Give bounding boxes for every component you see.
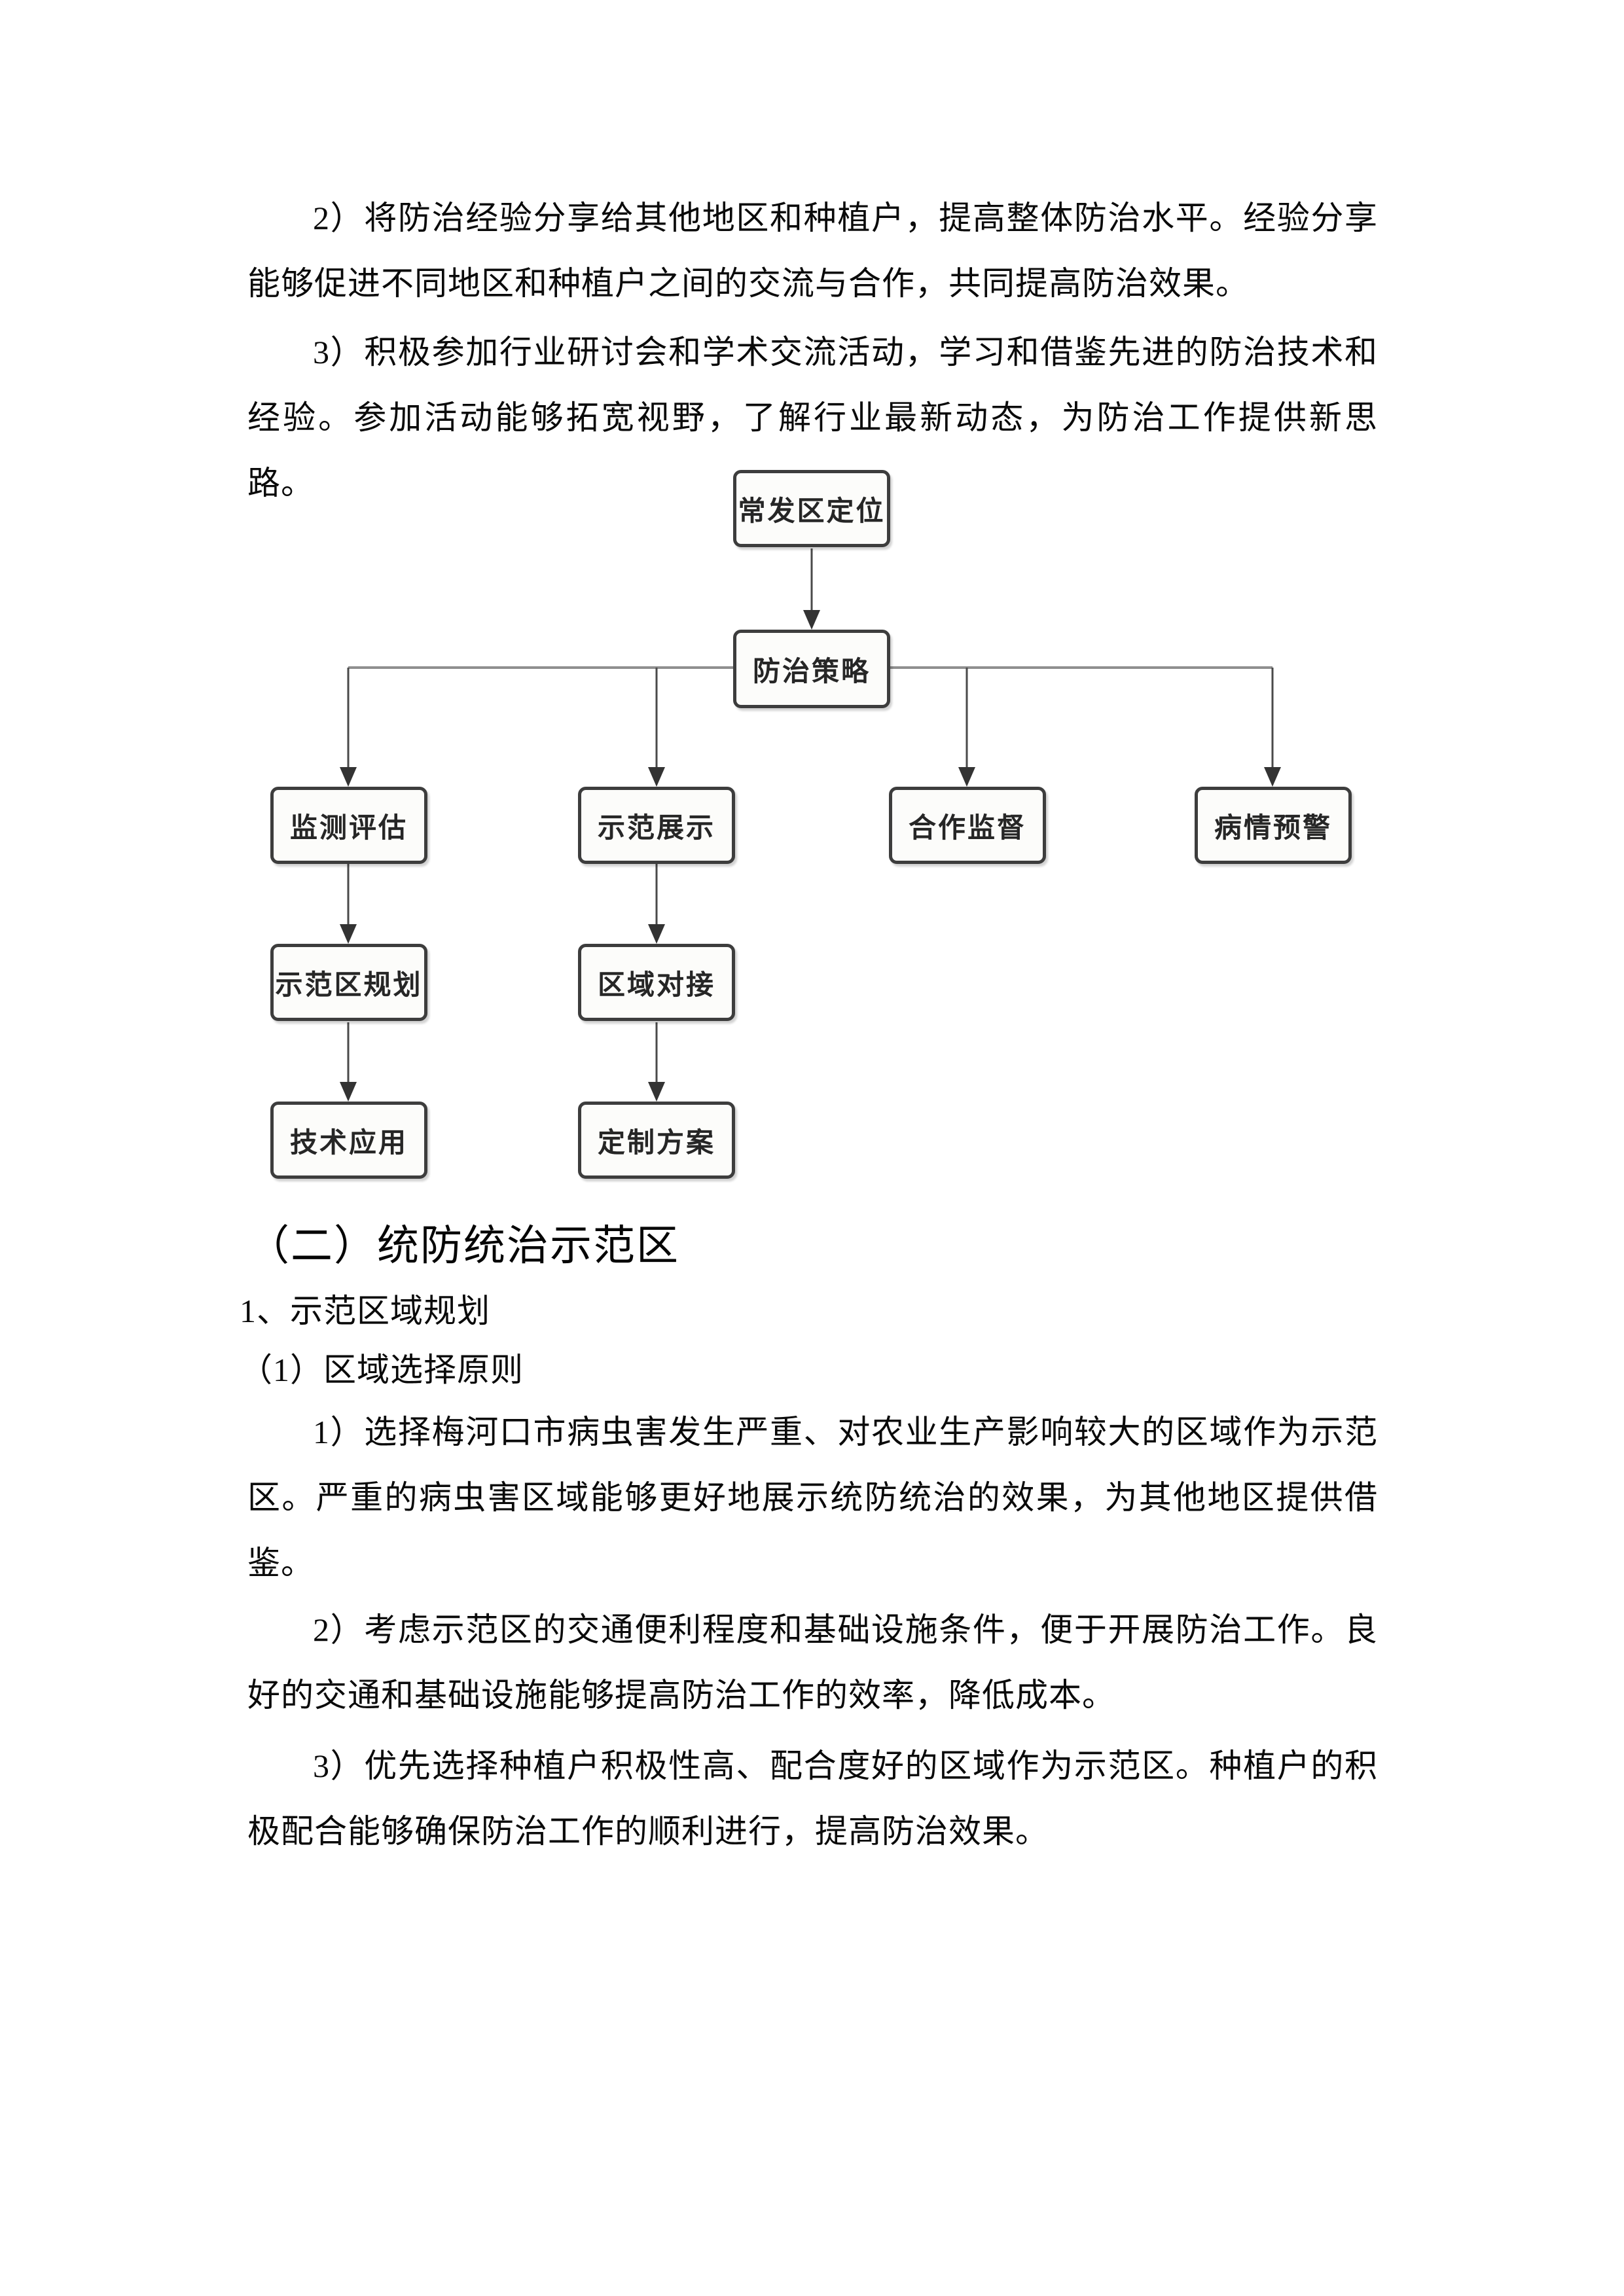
paragraph-consider-traffic: 2）考虑示范区的交通便利程度和基础设施条件，便于开展防治工作。良好的交通和基础设… <box>247 1611 1378 1713</box>
paragraph-prefer-growers: 3）优先选择种植户积极性高、配合度好的区域作为示范区。种植户的积极配合能够确保防… <box>247 1748 1378 1850</box>
flow-node-demo-zone-planning: 示范区规划 <box>270 944 427 1021</box>
flow-node-demonstration-display: 示范展示 <box>578 787 735 864</box>
arrowhead <box>648 767 665 787</box>
flow-node-cooperation-supervision: 合作监督 <box>889 787 1046 864</box>
flow-node-frequent-area-positioning: 常发区定位 <box>733 470 890 547</box>
arrowhead <box>803 610 820 630</box>
arrowhead <box>648 1082 665 1102</box>
sub-heading-region-selection-principles: （1）区域选择原则 <box>240 1352 524 1388</box>
flow-node-control-strategy: 防治策略 <box>733 630 890 708</box>
paragraph-share-experience: 2）将防治经验分享给其他地区和种植户，提高整体防治水平。经验分享能够促进不同地区… <box>247 200 1378 302</box>
arrowhead <box>340 924 357 944</box>
sub-heading-demo-area-planning: 1、示范区域规划 <box>240 1293 490 1329</box>
arrowhead <box>340 767 357 787</box>
flow-node-customized-plan: 定制方案 <box>578 1102 735 1179</box>
flow-node-monitoring-evaluation: 监测评估 <box>270 787 427 864</box>
arrowhead <box>340 1082 357 1102</box>
section-heading: （二）统防统治示范区 <box>247 1223 679 1269</box>
flow-node-regional-docking: 区域对接 <box>578 944 735 1021</box>
paragraph-attend-seminars: 3）积极参加行业研讨会和学术交流活动，学习和借鉴先进的防治技术和经验。参加活动能… <box>247 334 1378 501</box>
flow-node-technology-application: 技术应用 <box>270 1102 427 1179</box>
arrowhead <box>958 767 975 787</box>
flow-node-disease-early-warning: 病情预警 <box>1195 787 1352 864</box>
paragraph-select-region: 1）选择梅河口市病虫害发生严重、对农业生产影响较大的区域作为示范区。严重的病虫害… <box>247 1414 1378 1581</box>
arrowhead <box>1264 767 1281 787</box>
arrowhead <box>648 924 665 944</box>
